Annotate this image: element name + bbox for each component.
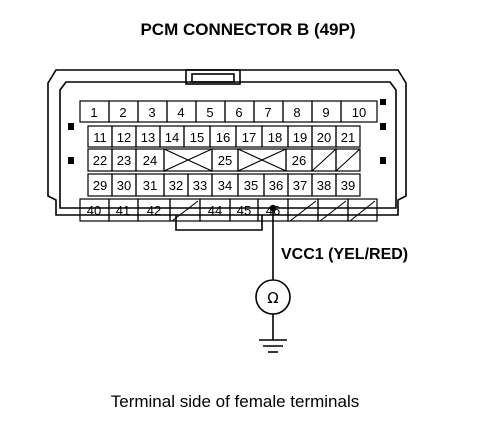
ground-icon — [259, 314, 287, 353]
pin-label: 35 — [244, 178, 258, 193]
pin-label: 40 — [87, 203, 101, 218]
pin-label: 32 — [169, 178, 183, 193]
pin-label: 14 — [165, 130, 179, 145]
pin-row-2-labels: 11 12 13 14 15 16 17 18 19 20 21 — [93, 130, 355, 145]
pin-label: 7 — [264, 105, 271, 120]
pin-label: 20 — [317, 130, 331, 145]
pin-label: 5 — [206, 105, 213, 120]
pin-label: 1 — [90, 105, 97, 120]
pin-label: 42 — [147, 203, 161, 218]
pin-label: 25 — [218, 153, 232, 168]
pin-label: 13 — [141, 130, 155, 145]
ohmmeter-icon: Ω — [255, 279, 291, 315]
pin-row-1 — [79, 100, 378, 123]
pin-label: 30 — [117, 178, 131, 193]
pin-label: 11 — [93, 130, 107, 145]
pin-label: 8 — [293, 105, 300, 120]
pin-label: 37 — [293, 178, 307, 193]
test-probe-wire — [269, 204, 277, 280]
pin-row-3-labels: 22 23 24 25 26 — [93, 153, 306, 168]
side-latches — [68, 99, 386, 164]
pin-label: 6 — [235, 105, 242, 120]
pin-label: 31 — [143, 178, 157, 193]
pin-label: 45 — [237, 203, 251, 218]
pin-label: 19 — [293, 130, 307, 145]
pin-label: 18 — [268, 130, 282, 145]
pin-label: 15 — [190, 130, 204, 145]
blanked-cavities-row-3 — [163, 148, 361, 172]
caption: Terminal side of female terminals — [111, 392, 359, 411]
pin-row-3 — [87, 148, 361, 172]
pin-label: 24 — [143, 153, 157, 168]
pin-row-2 — [87, 125, 361, 148]
pin-label: 12 — [117, 130, 131, 145]
pin-label: 36 — [269, 178, 283, 193]
pin-label: 34 — [218, 178, 232, 193]
blanked-cavities-row-5 — [171, 200, 376, 222]
pin-row-5-labels: 40 41 42 44 45 46 — [87, 203, 280, 218]
pin-row-4-labels: 29 30 31 32 33 34 35 36 37 38 39 — [93, 178, 355, 193]
pin-label: 9 — [322, 105, 329, 120]
pin-label: 21 — [341, 130, 355, 145]
pin-row-4 — [87, 173, 361, 197]
pin-label: 44 — [208, 203, 222, 218]
pin-label: 10 — [352, 105, 366, 120]
page-title: PCM CONNECTOR B (49P) — [140, 20, 355, 39]
pin-label: 23 — [117, 153, 131, 168]
pin-label: 2 — [119, 105, 126, 120]
pin-label: 22 — [93, 153, 107, 168]
pin-label: 17 — [242, 130, 256, 145]
pin-label: 4 — [177, 105, 184, 120]
wire-label: VCC1 (YEL/RED) — [281, 246, 408, 263]
pin-label: 16 — [216, 130, 230, 145]
pin-label: 38 — [317, 178, 331, 193]
connector-housing — [47, 69, 407, 231]
pin-label: 26 — [292, 153, 306, 168]
ohm-symbol: Ω — [267, 289, 278, 307]
pin-row-1-labels: 1 2 3 4 5 6 7 8 9 10 — [90, 105, 366, 120]
pin-label: 41 — [116, 203, 130, 218]
pin-label: 3 — [148, 105, 155, 120]
pin-label: 29 — [93, 178, 107, 193]
pin-label: 39 — [341, 178, 355, 193]
pin-label: 33 — [193, 178, 207, 193]
